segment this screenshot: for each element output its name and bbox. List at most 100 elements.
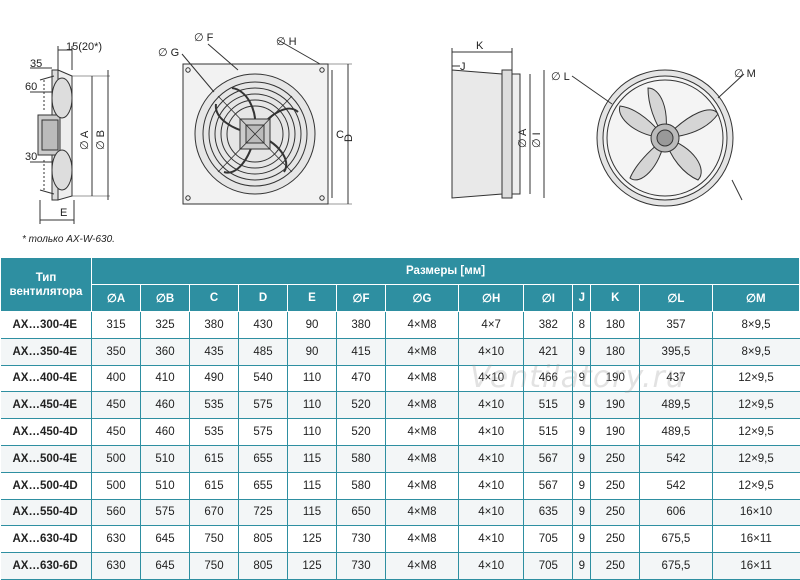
label-side-30: 30 [25,151,37,163]
value-cell: 520 [336,418,386,446]
value-cell: 382 [523,311,574,339]
value-cell: 4×10 [458,525,525,554]
value-cell: 4×10 [458,338,525,366]
round-front-view-drawing [571,69,745,207]
value-cell: 520 [336,391,386,420]
value-cell: 9 [572,391,592,420]
value-cell: 730 [336,525,386,554]
column-header: E [287,284,337,312]
value-cell: 645 [140,525,190,554]
value-cell: 9 [572,472,592,500]
label-side-A: ∅ A [79,130,91,150]
value-cell: 250 [590,552,641,580]
value-cell: 705 [523,525,574,554]
value-cell: 515 [523,418,574,446]
value-cell: 635 [523,499,574,527]
value-cell: 705 [523,552,574,580]
model-cell: AX…450-4E [0,391,92,420]
value-cell: 437 [639,365,713,393]
column-header: ∅L [639,284,713,312]
value-cell: 9 [572,499,592,527]
value-cell: 4×M8 [385,311,460,339]
value-cell: 630 [91,525,141,554]
value-cell: 750 [189,525,239,554]
value-cell: 380 [189,311,239,339]
value-cell: 380 [336,311,386,339]
label-round-M: ∅ M [734,68,756,80]
value-cell: 125 [287,552,337,580]
value-cell: 8 [572,311,592,339]
value-cell: 12×9,5 [712,418,800,446]
value-cell: 575 [238,391,288,420]
value-cell: 580 [336,445,386,473]
label-side-15: 15(20*) [66,41,102,53]
value-cell: 485 [238,338,288,366]
value-cell: 730 [336,552,386,580]
value-cell: 4×M8 [385,552,460,580]
label-round-J: J [460,61,466,73]
value-cell: 805 [238,552,288,580]
value-cell: 90 [287,338,337,366]
value-cell: 9 [572,338,592,366]
value-cell: 460 [140,391,190,420]
value-cell: 510 [140,472,190,500]
value-cell: 250 [590,499,641,527]
value-cell: 670 [189,499,239,527]
value-cell: 630 [91,552,141,580]
value-cell: 510 [140,445,190,473]
value-cell: 110 [287,365,337,393]
value-cell: 400 [91,365,141,393]
drawings-svg: 15(20*) 35 60 30 ∅ A ∅ B E ∅ G [25,32,756,224]
value-cell: 180 [590,311,641,339]
column-header: ∅A [91,284,141,312]
value-cell: 750 [189,552,239,580]
model-cell: AX…630-6D [0,552,92,580]
model-cell: AX…350-4E [0,338,92,366]
label-side-35: 35 [30,58,42,70]
front-view-drawing [181,39,352,205]
label-side-60: 60 [25,81,37,93]
value-cell: 9 [572,552,592,580]
value-cell: 350 [91,338,141,366]
value-cell: 9 [572,418,592,446]
value-cell: 575 [238,418,288,446]
value-cell: 4×M8 [385,445,460,473]
value-cell: 115 [287,472,337,500]
value-cell: 4×10 [458,365,525,393]
value-cell: 125 [287,525,337,554]
value-cell: 489,5 [639,391,713,420]
label-front-C: C [336,129,344,141]
value-cell: 357 [639,311,713,339]
value-cell: 615 [189,472,239,500]
column-header: ∅B [140,284,190,312]
value-cell: 540 [238,365,288,393]
value-cell: 435 [189,338,239,366]
value-cell: 580 [336,472,386,500]
value-cell: 12×9,5 [712,391,800,420]
value-cell: 542 [639,445,713,473]
value-cell: 567 [523,472,574,500]
value-cell: 675,5 [639,525,713,554]
value-cell: 12×9,5 [712,472,800,500]
label-front-H: ∅ H [276,36,297,48]
value-cell: 4×10 [458,445,525,473]
column-header: C [189,284,239,312]
value-cell: 535 [189,418,239,446]
value-cell: 325 [140,311,190,339]
value-cell: 470 [336,365,386,393]
value-cell: 500 [91,472,141,500]
footnote: * только AX-W-630. [22,234,115,245]
column-header: ∅F [336,284,386,312]
value-cell: 9 [572,525,592,554]
value-cell: 489,5 [639,418,713,446]
value-cell: 4×M8 [385,391,460,420]
model-cell: AX…550-4D [0,499,92,527]
